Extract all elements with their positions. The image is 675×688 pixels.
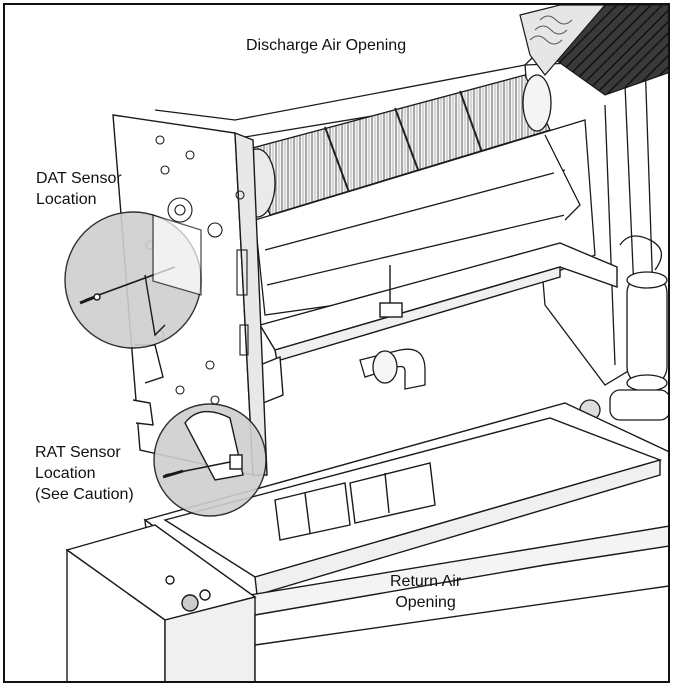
coil <box>519 5 668 96</box>
drain-pipe <box>359 348 426 390</box>
rat-callout <box>153 403 267 517</box>
dat-callout <box>64 211 202 349</box>
motor-compressor <box>579 235 668 421</box>
return-air-label: Return Air Opening <box>390 573 462 611</box>
diagram-frame: Discharge Air Opening DAT Sensor Locatio… <box>3 3 670 683</box>
discharge-air-label: Discharge Air Opening <box>246 37 407 54</box>
front-base <box>65 524 668 681</box>
unit-illustration <box>64 5 668 681</box>
dat-sensor-label: DAT Sensor Location <box>36 170 122 208</box>
rat-sensor-label: RAT Sensor Location (See Caution) <box>35 444 134 503</box>
return-base <box>143 402 668 619</box>
